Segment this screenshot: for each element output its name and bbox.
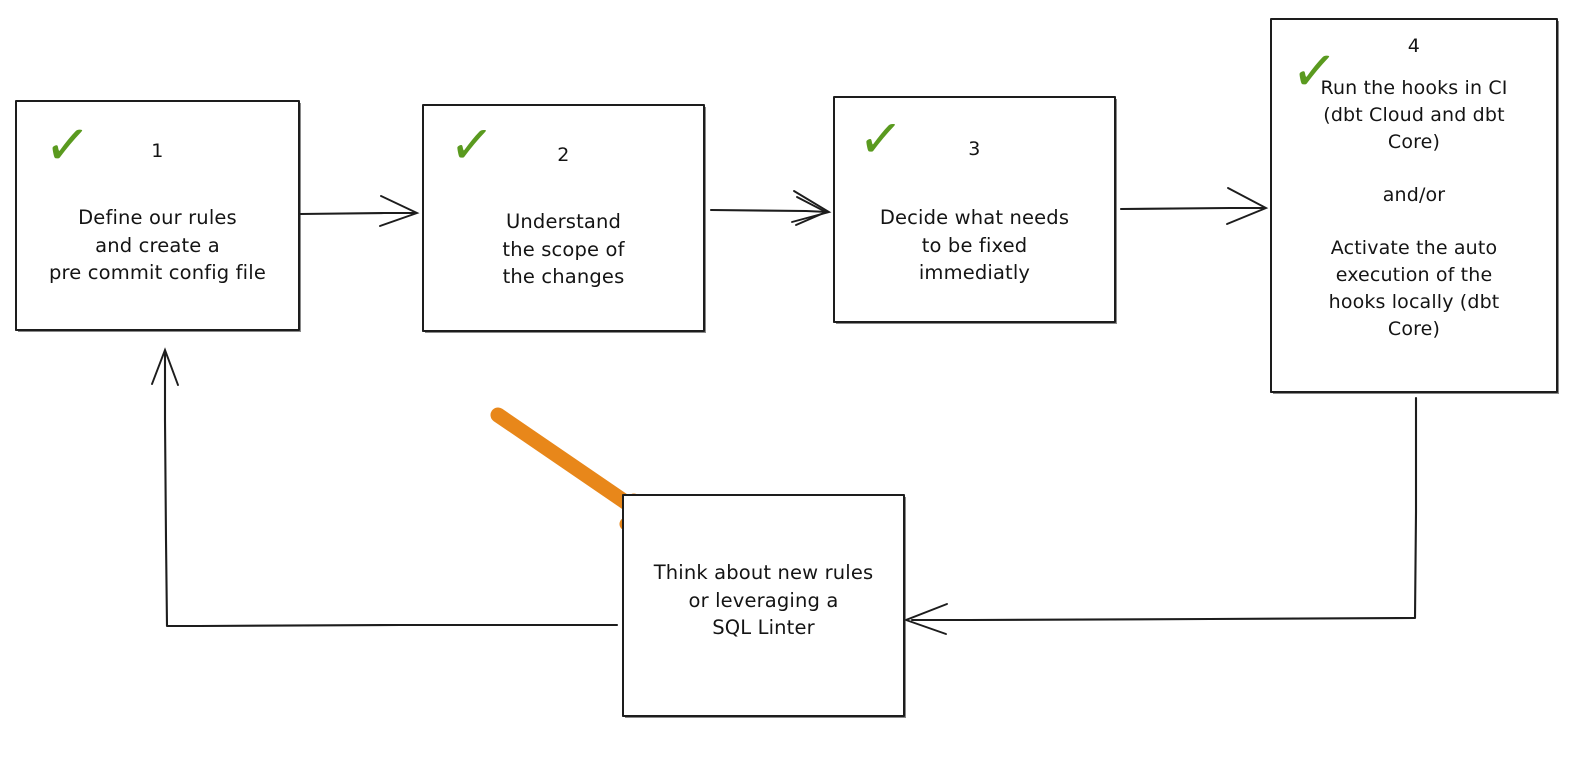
flow-node-define-rules[interactable]: ✓ 1 Define our rules and create a pre co…	[15, 100, 300, 331]
node-text-primary: Run the hooks in CI (dbt Cloud and dbt C…	[1320, 77, 1508, 153]
checkmark-icon: ✓	[855, 104, 906, 175]
node-content: ✓ 2 Understand the scope of the changes	[424, 106, 703, 330]
flow-node-decide-fixes[interactable]: ✓ 3 Decide what needs to be fixed immedi…	[833, 96, 1116, 323]
node-text: Define our rules and create a pre commit…	[49, 206, 266, 285]
node-text: Think about new rules or leveraging a SQ…	[653, 561, 874, 640]
node-content: ✓ 1 Define our rules and create a pre co…	[17, 102, 298, 329]
flow-node-run-hooks[interactable]: ✓ 4 Run the hooks in CI (dbt Cloud and d…	[1270, 18, 1558, 393]
node-number: 3	[968, 138, 981, 160]
edge-node5-node1	[151, 347, 619, 628]
node-text: Understand the scope of the changes	[502, 210, 625, 289]
edge-node2-node3	[709, 190, 832, 226]
node-number: 2	[557, 144, 570, 166]
node-text-secondary: Activate the auto execution of the hooks…	[1328, 236, 1500, 340]
flow-node-understand-scope[interactable]: ✓ 2 Understand the scope of the changes	[422, 104, 705, 332]
node-content: ✓ 4 Run the hooks in CI (dbt Cloud and d…	[1272, 20, 1556, 391]
flow-node-new-rules-sql-linter[interactable]: Think about new rules or leveraging a SQ…	[622, 494, 905, 717]
node-content: ✓ 3 Decide what needs to be fixed immedi…	[835, 98, 1114, 321]
checkmark-icon: ✓	[446, 110, 497, 181]
node-text: Decide what needs to be fixed immediatly	[879, 206, 1070, 285]
node-number: 4	[1407, 35, 1421, 57]
edge-node1-node2	[298, 195, 420, 227]
edge-node3-node4	[1119, 187, 1269, 225]
checkmark-icon: ✓	[41, 108, 94, 182]
node-number: 1	[151, 140, 164, 162]
edge-node4-node5	[903, 396, 1418, 635]
node-text-connector: and/or	[1382, 183, 1446, 206]
node-content: Think about new rules or leveraging a SQ…	[624, 496, 903, 715]
checkmark-icon: ✓	[1288, 34, 1341, 108]
